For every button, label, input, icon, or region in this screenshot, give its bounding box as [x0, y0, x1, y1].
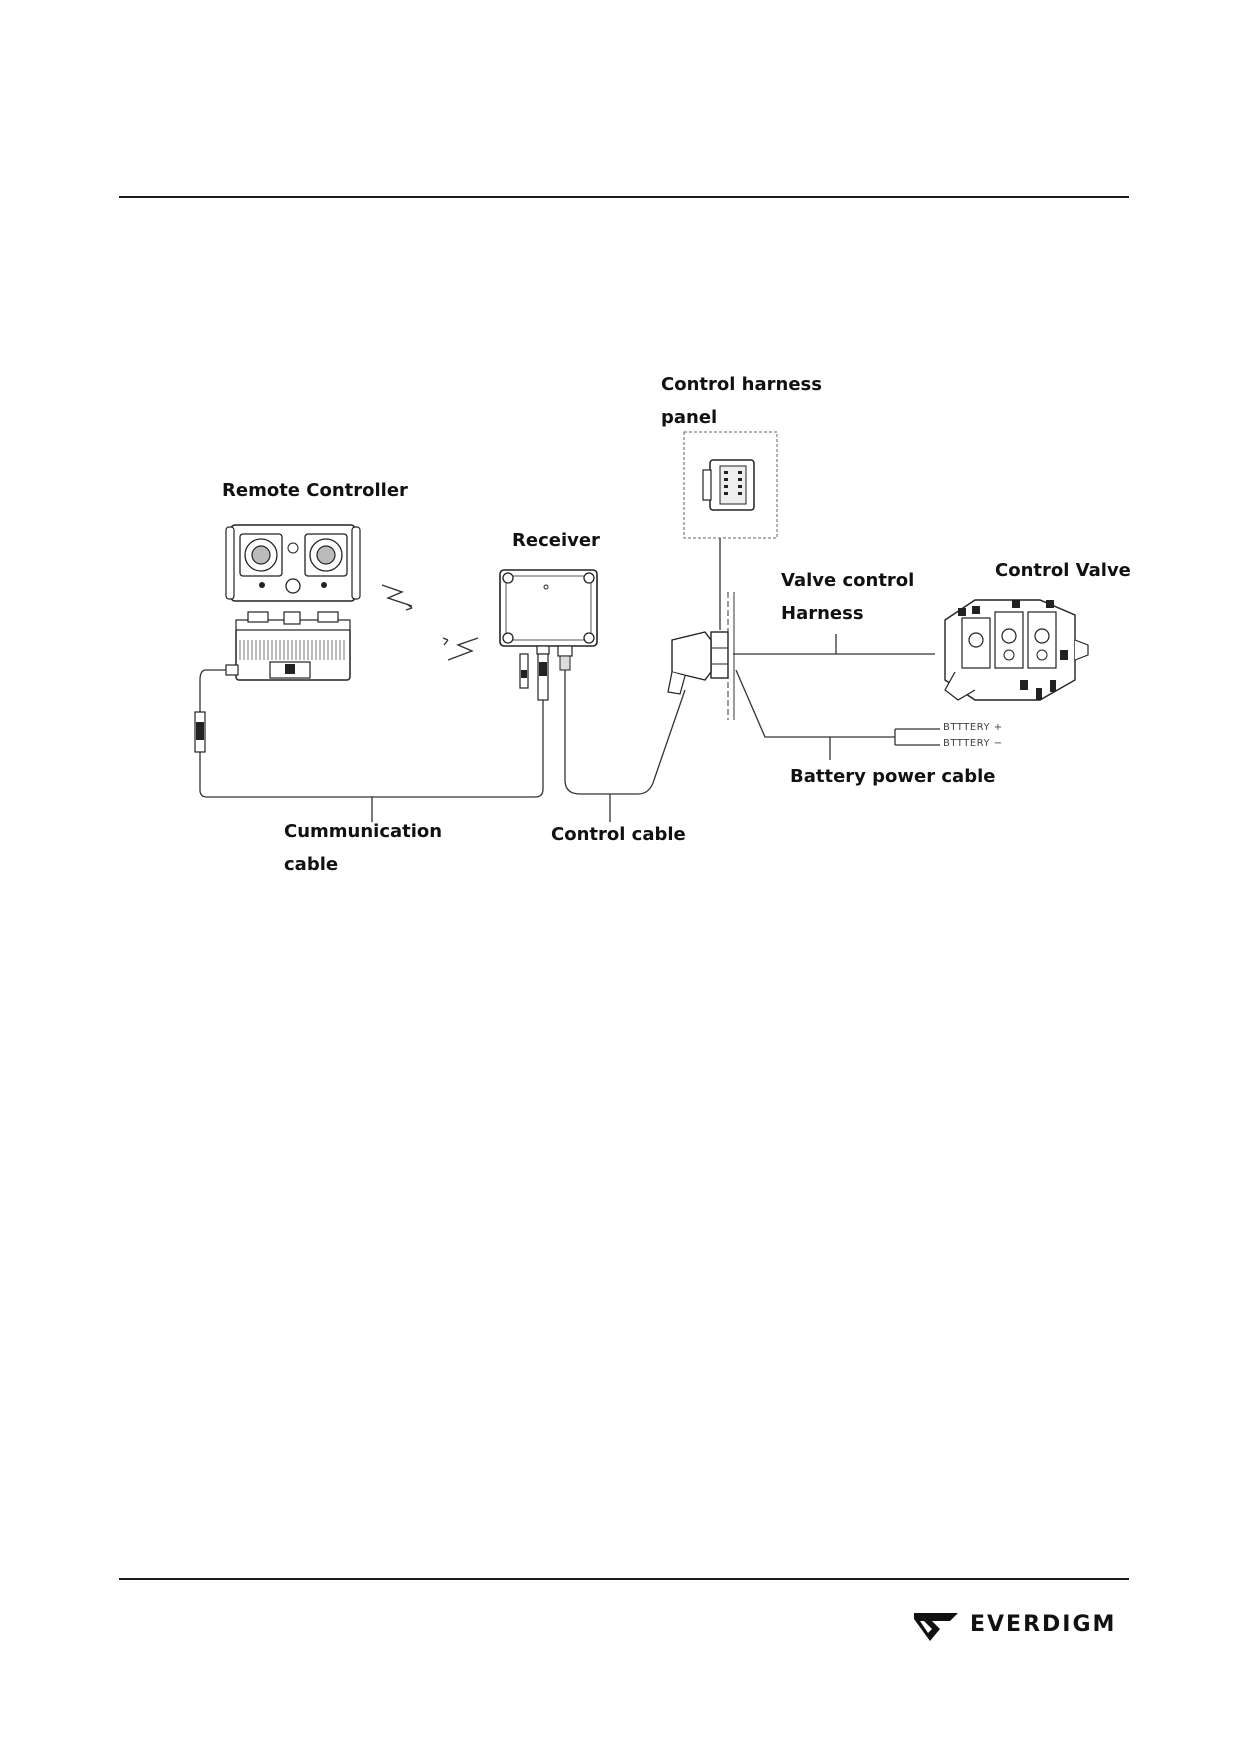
receiver-label: Receiver [512, 530, 600, 551]
everdigm-logo-icon [914, 1613, 958, 1641]
remote-controller [194, 524, 361, 765]
brand-name: EVERDIGM [970, 1612, 1117, 1637]
control-valve-label: Control Valve [995, 560, 1131, 581]
footer-rule [119, 1578, 1129, 1580]
battery-split [894, 728, 940, 746]
header-rule [119, 196, 1129, 198]
battery-power-cable [735, 669, 895, 738]
battery-power-cable-label: Battery power cable [790, 766, 996, 787]
remote-controller-label: Remote Controller [222, 480, 408, 501]
harness-connector [667, 592, 735, 720]
control-cable [564, 670, 686, 795]
control-harness-panel-label: Control harness panel [661, 374, 822, 428]
battery-plus-label: BTTTERY + [943, 722, 1003, 733]
control-cable-label: Control cable [551, 824, 686, 845]
valve-control-harness-label: Valve control Harness [781, 570, 915, 624]
receiver-box [499, 569, 598, 701]
battery-minus-label: BTTTERY − [943, 738, 1003, 749]
control-harness-panel [683, 431, 778, 539]
control-valve [944, 599, 1089, 701]
communication-cable-label: Cummunication cable [284, 821, 443, 875]
communication-cable [199, 700, 544, 798]
wireless-signal-icon [381, 584, 479, 661]
